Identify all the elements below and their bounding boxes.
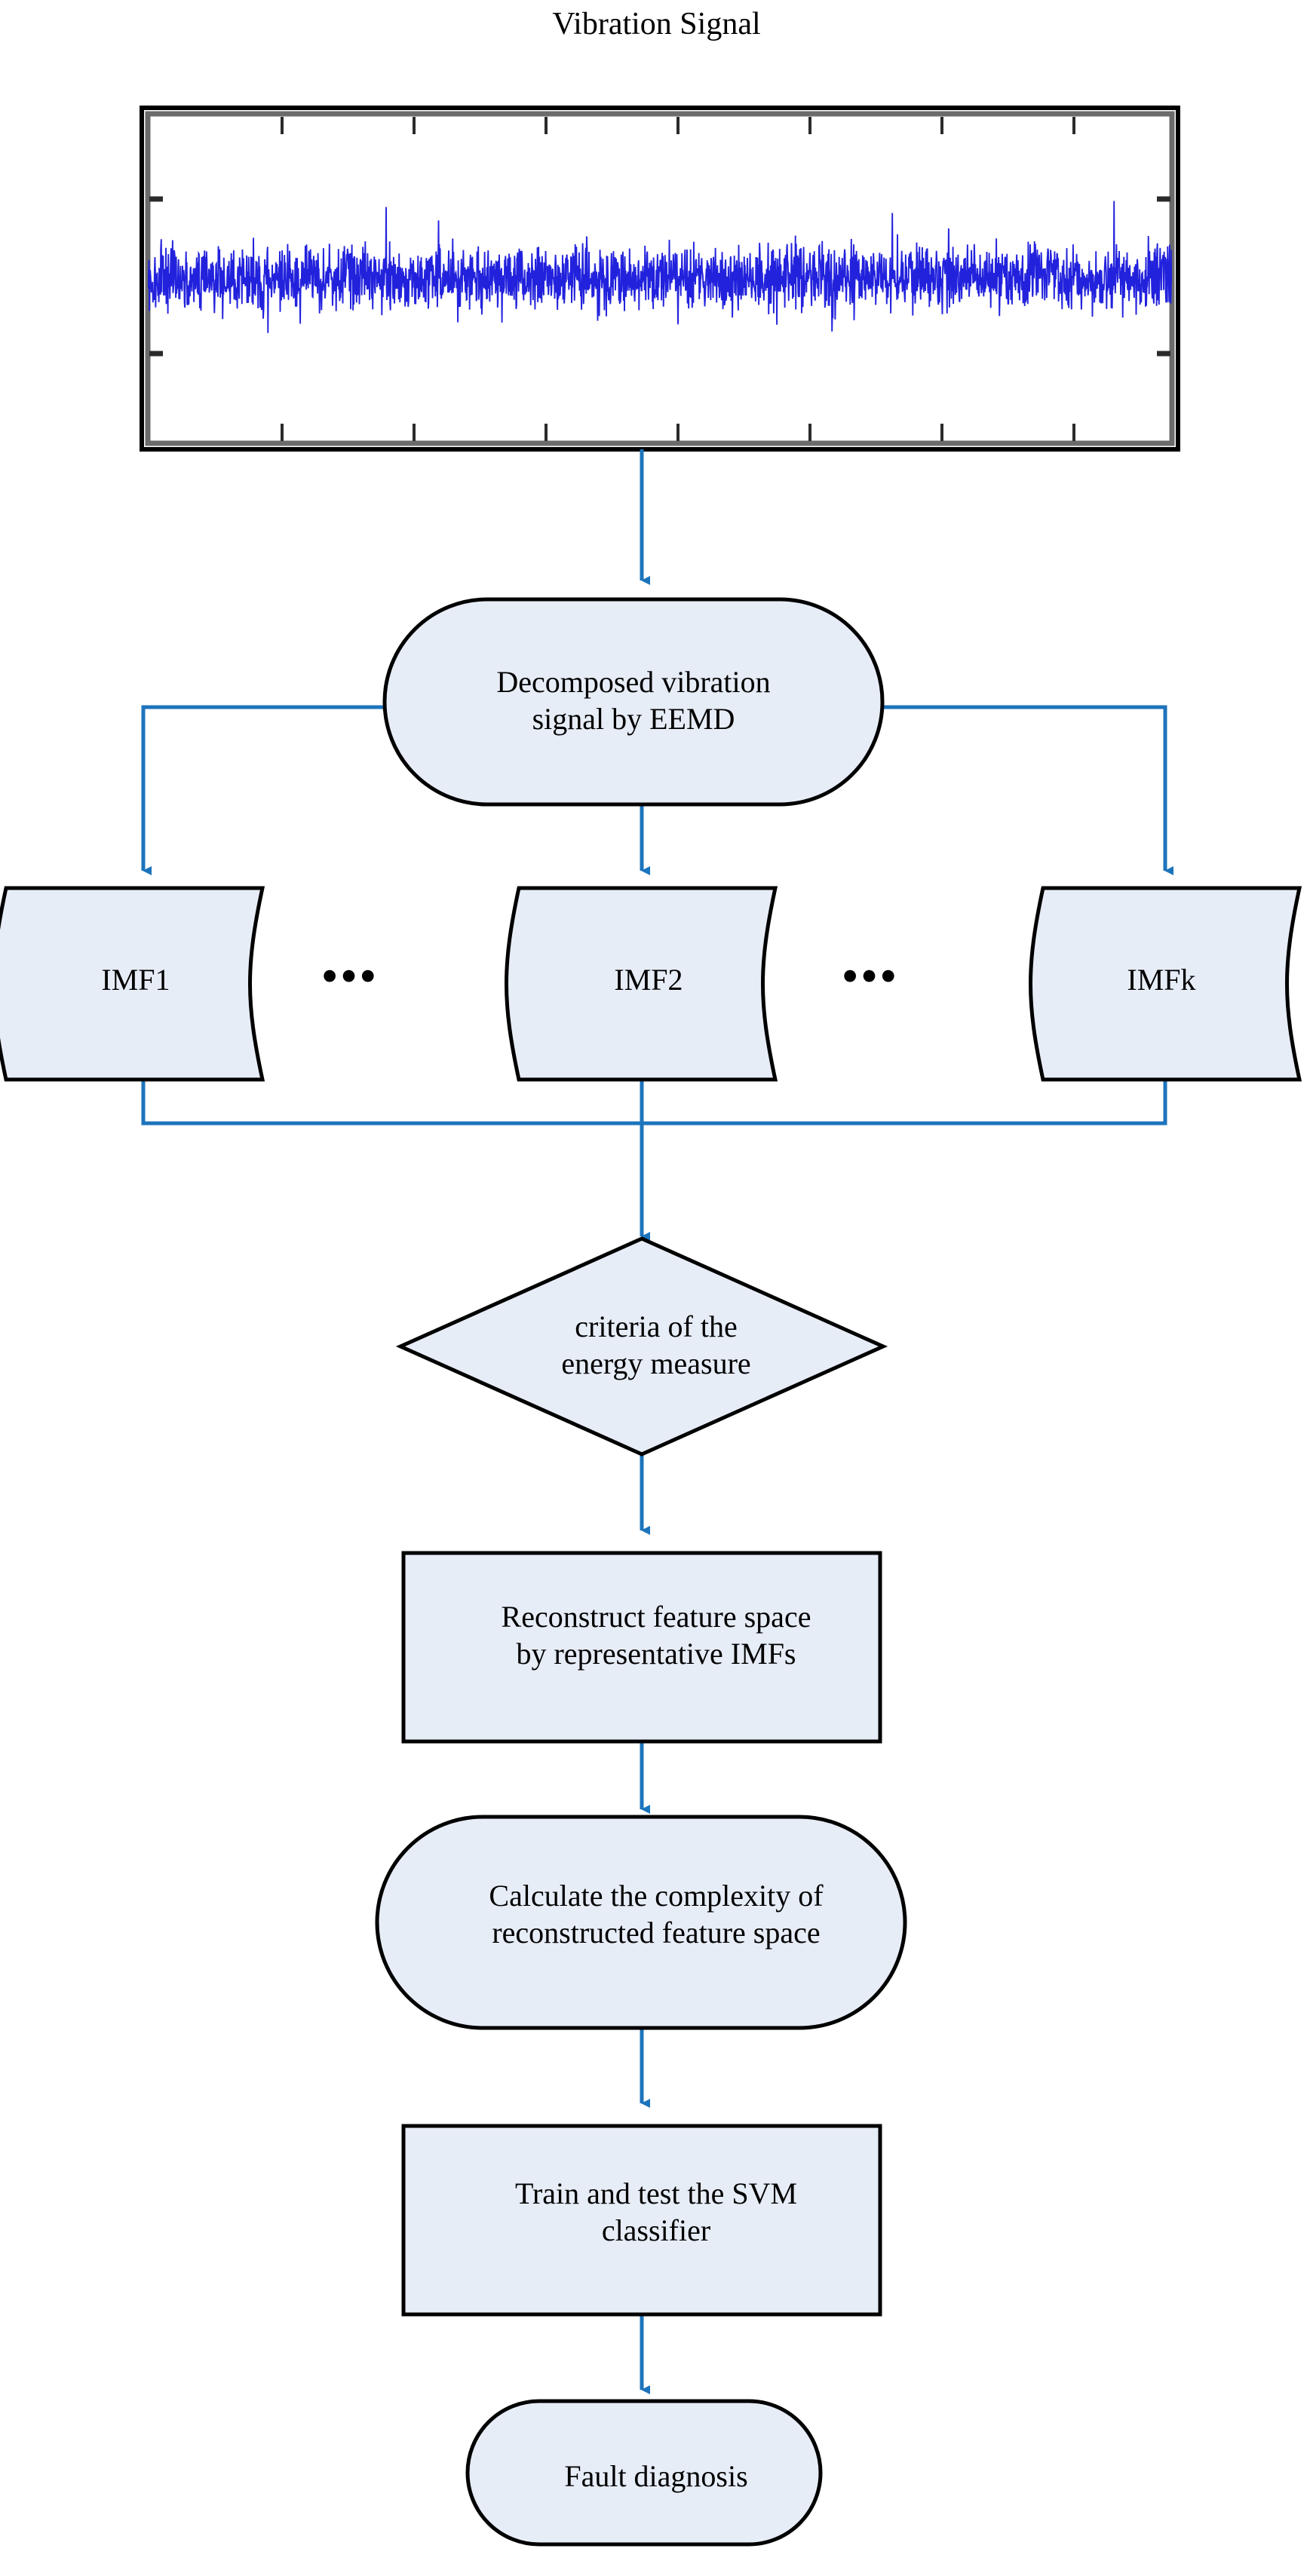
node-svm[interactable] (401, 2124, 882, 2317)
plot-x-ticks-bottom (281, 424, 1075, 441)
node-reconstruct[interactable] (401, 1551, 882, 1744)
plot-x-ticks-top (281, 117, 1075, 134)
page-title: Vibration Signal (552, 7, 761, 41)
plot-y-ticks (149, 196, 1170, 357)
node-imf2[interactable] (505, 886, 778, 1082)
edge-imfk-to-bus (642, 1080, 1167, 1126)
vibration-signal-plot (140, 106, 1180, 452)
node-imfk[interactable] (1029, 886, 1302, 1082)
node-eemd[interactable] (382, 597, 885, 807)
edge-eemd-to-imf1 (141, 705, 386, 875)
node-criteria[interactable] (395, 1236, 888, 1456)
node-complexity[interactable] (375, 1815, 907, 2030)
node-imf1[interactable] (0, 886, 265, 1082)
signal-trace (148, 201, 1172, 333)
edge-imf1-to-bus (141, 1080, 642, 1126)
edge-eemd-to-imfk (882, 705, 1173, 875)
connectors (141, 449, 1173, 2394)
node-fault[interactable] (465, 2399, 823, 2547)
